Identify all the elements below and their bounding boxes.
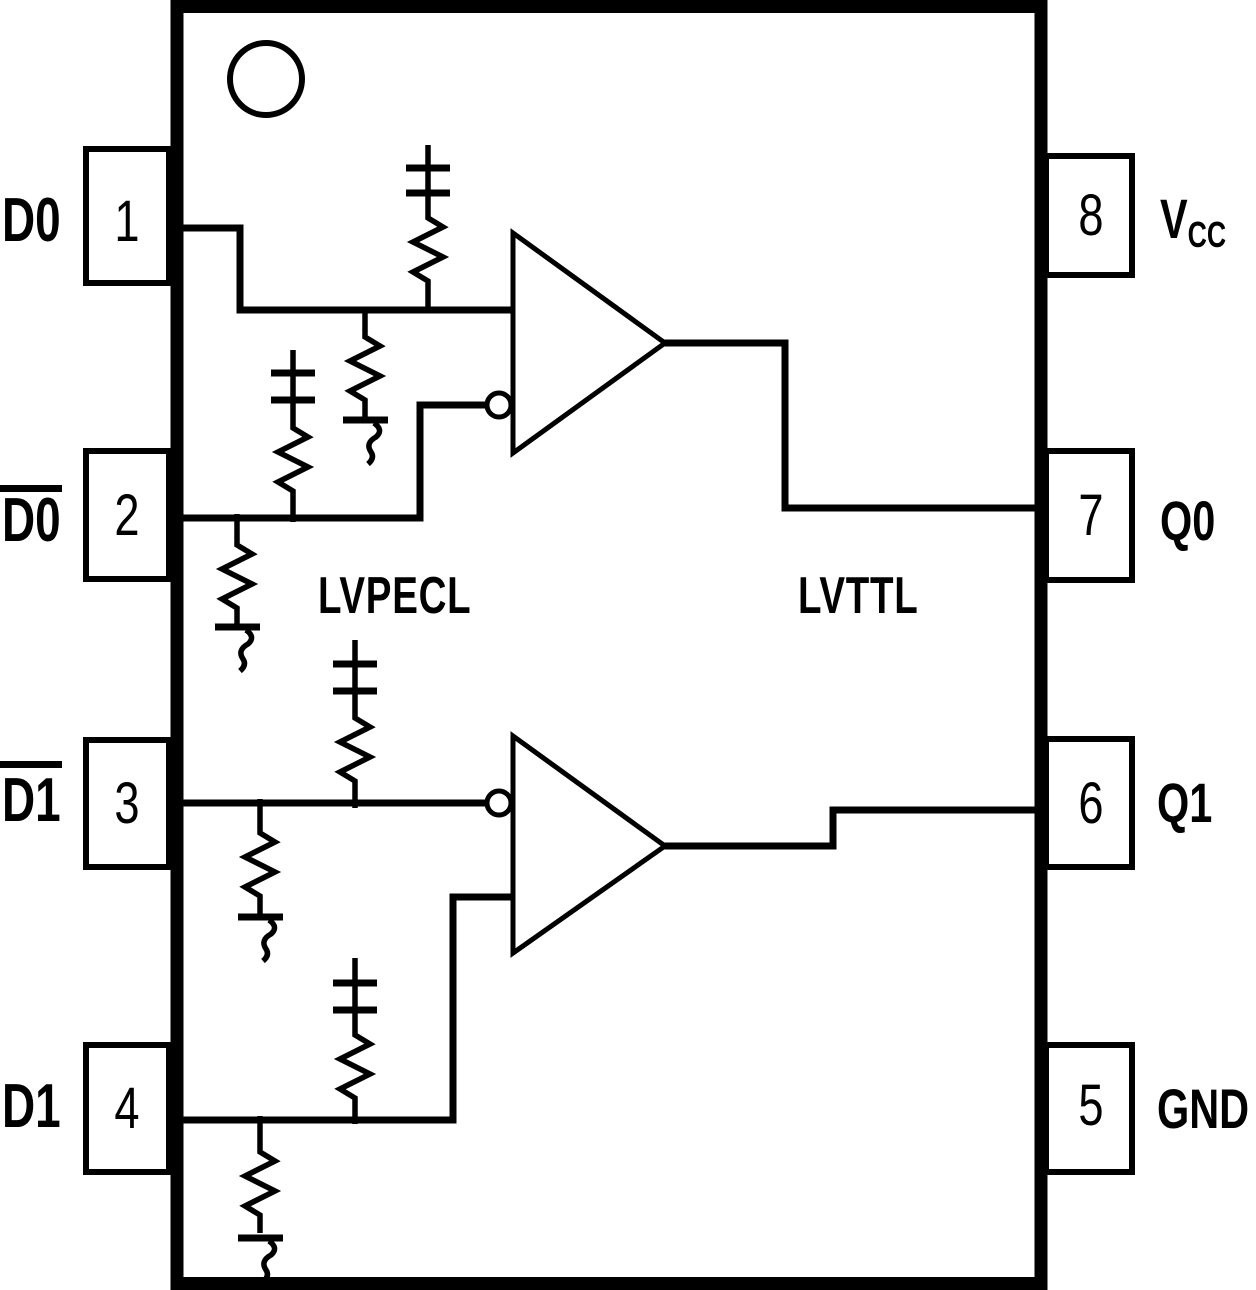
- pin-number-6: 6: [1078, 771, 1104, 836]
- pin-boxes: [83, 146, 1135, 1175]
- vcc-rail-icon: [333, 660, 377, 695]
- pulldown-resistor-d1b: [238, 799, 283, 964]
- wire-d0b-input: [169, 401, 486, 522]
- buffers: [484, 228, 670, 958]
- pin-box-4: [83, 1042, 172, 1175]
- pullup-resistor-d1b: [333, 640, 377, 808]
- pulldown-resistor-d1: [238, 1116, 283, 1285]
- pin-box-5: [1043, 1042, 1135, 1175]
- pin-number-8: 8: [1078, 183, 1104, 248]
- resistor-zigzag: [238, 1116, 282, 1233]
- overline-bar-d0b: [0, 485, 62, 492]
- region-label-lvpecl: LVPECL: [318, 567, 472, 625]
- pin-label-q1: Q1: [1157, 771, 1213, 834]
- pin1-marker-circle: [227, 40, 305, 118]
- resistor-zigzag: [333, 640, 377, 808]
- ic-outline: [170, 0, 1048, 1290]
- ground-squiggle-icon: [238, 627, 255, 674]
- termination-network: [215, 145, 450, 1285]
- pin-label-d0: D0: [2, 186, 61, 255]
- wire-q0-output: [664, 339, 1047, 512]
- pullup-resistor-d0: [406, 145, 450, 313]
- pulldown-resistor-d0b: [215, 514, 260, 674]
- pin-label-d1: D1: [2, 1072, 61, 1141]
- inversion-bubble-q1: [484, 788, 514, 818]
- vcc-rail-icon: [271, 369, 315, 404]
- wire-d1-input: [169, 893, 511, 1124]
- overline-bar-d1b: [0, 761, 62, 768]
- pin-number-1: 1: [114, 189, 140, 254]
- resistor-zigzag: [271, 350, 315, 522]
- pin-box-8: [1043, 153, 1135, 278]
- vcc-subscript: CC: [1187, 214, 1227, 255]
- ground-squiggle-icon: [261, 1238, 278, 1285]
- pin-number-5: 5: [1078, 1073, 1104, 1138]
- inversion-bubble-q0: [484, 390, 514, 420]
- wire-q1-output: [664, 806, 1047, 850]
- pin-box-6: [1043, 736, 1135, 870]
- pin-label-d1b: D1: [2, 766, 61, 835]
- pullup-resistor-d0b: [271, 350, 315, 522]
- pin-label-vcc: VCC: [1160, 191, 1226, 253]
- resistor-zigzag: [238, 799, 282, 915]
- pin-box-2: [83, 448, 172, 582]
- pin-label-q0: Q0: [1160, 489, 1216, 552]
- pin-number-3: 3: [114, 771, 140, 836]
- region-label-lvttl: LVTTL: [798, 567, 919, 625]
- resistor-zigzag: [215, 514, 259, 625]
- ground-squiggle-icon: [366, 420, 383, 467]
- pin-label-d0b: D0: [2, 486, 61, 555]
- buffer-q1-triangle: [510, 731, 670, 958]
- pin-box-7: [1043, 448, 1135, 583]
- pin-box-1: [83, 146, 172, 286]
- buffer-q0-triangle: [510, 228, 670, 458]
- pullup-resistor-d1: [333, 958, 377, 1124]
- pin-number-7: 7: [1078, 483, 1104, 548]
- vcc-rail-icon: [406, 164, 450, 197]
- ground-squiggle-icon: [261, 917, 278, 964]
- pin-number-2: 2: [114, 483, 140, 548]
- pin-number-4: 4: [114, 1076, 140, 1141]
- resistor-zigzag: [333, 958, 377, 1124]
- wire-d0-input: [169, 224, 511, 314]
- vcc-rail-icon: [333, 979, 377, 1014]
- pin-label-gnd: GND: [1157, 1077, 1250, 1140]
- resistor-zigzag: [343, 307, 387, 418]
- vcc-main: V: [1160, 187, 1188, 250]
- wires: [169, 224, 1047, 1124]
- resistor-zigzag: [406, 145, 450, 313]
- pulldown-resistor-d0: [343, 307, 388, 467]
